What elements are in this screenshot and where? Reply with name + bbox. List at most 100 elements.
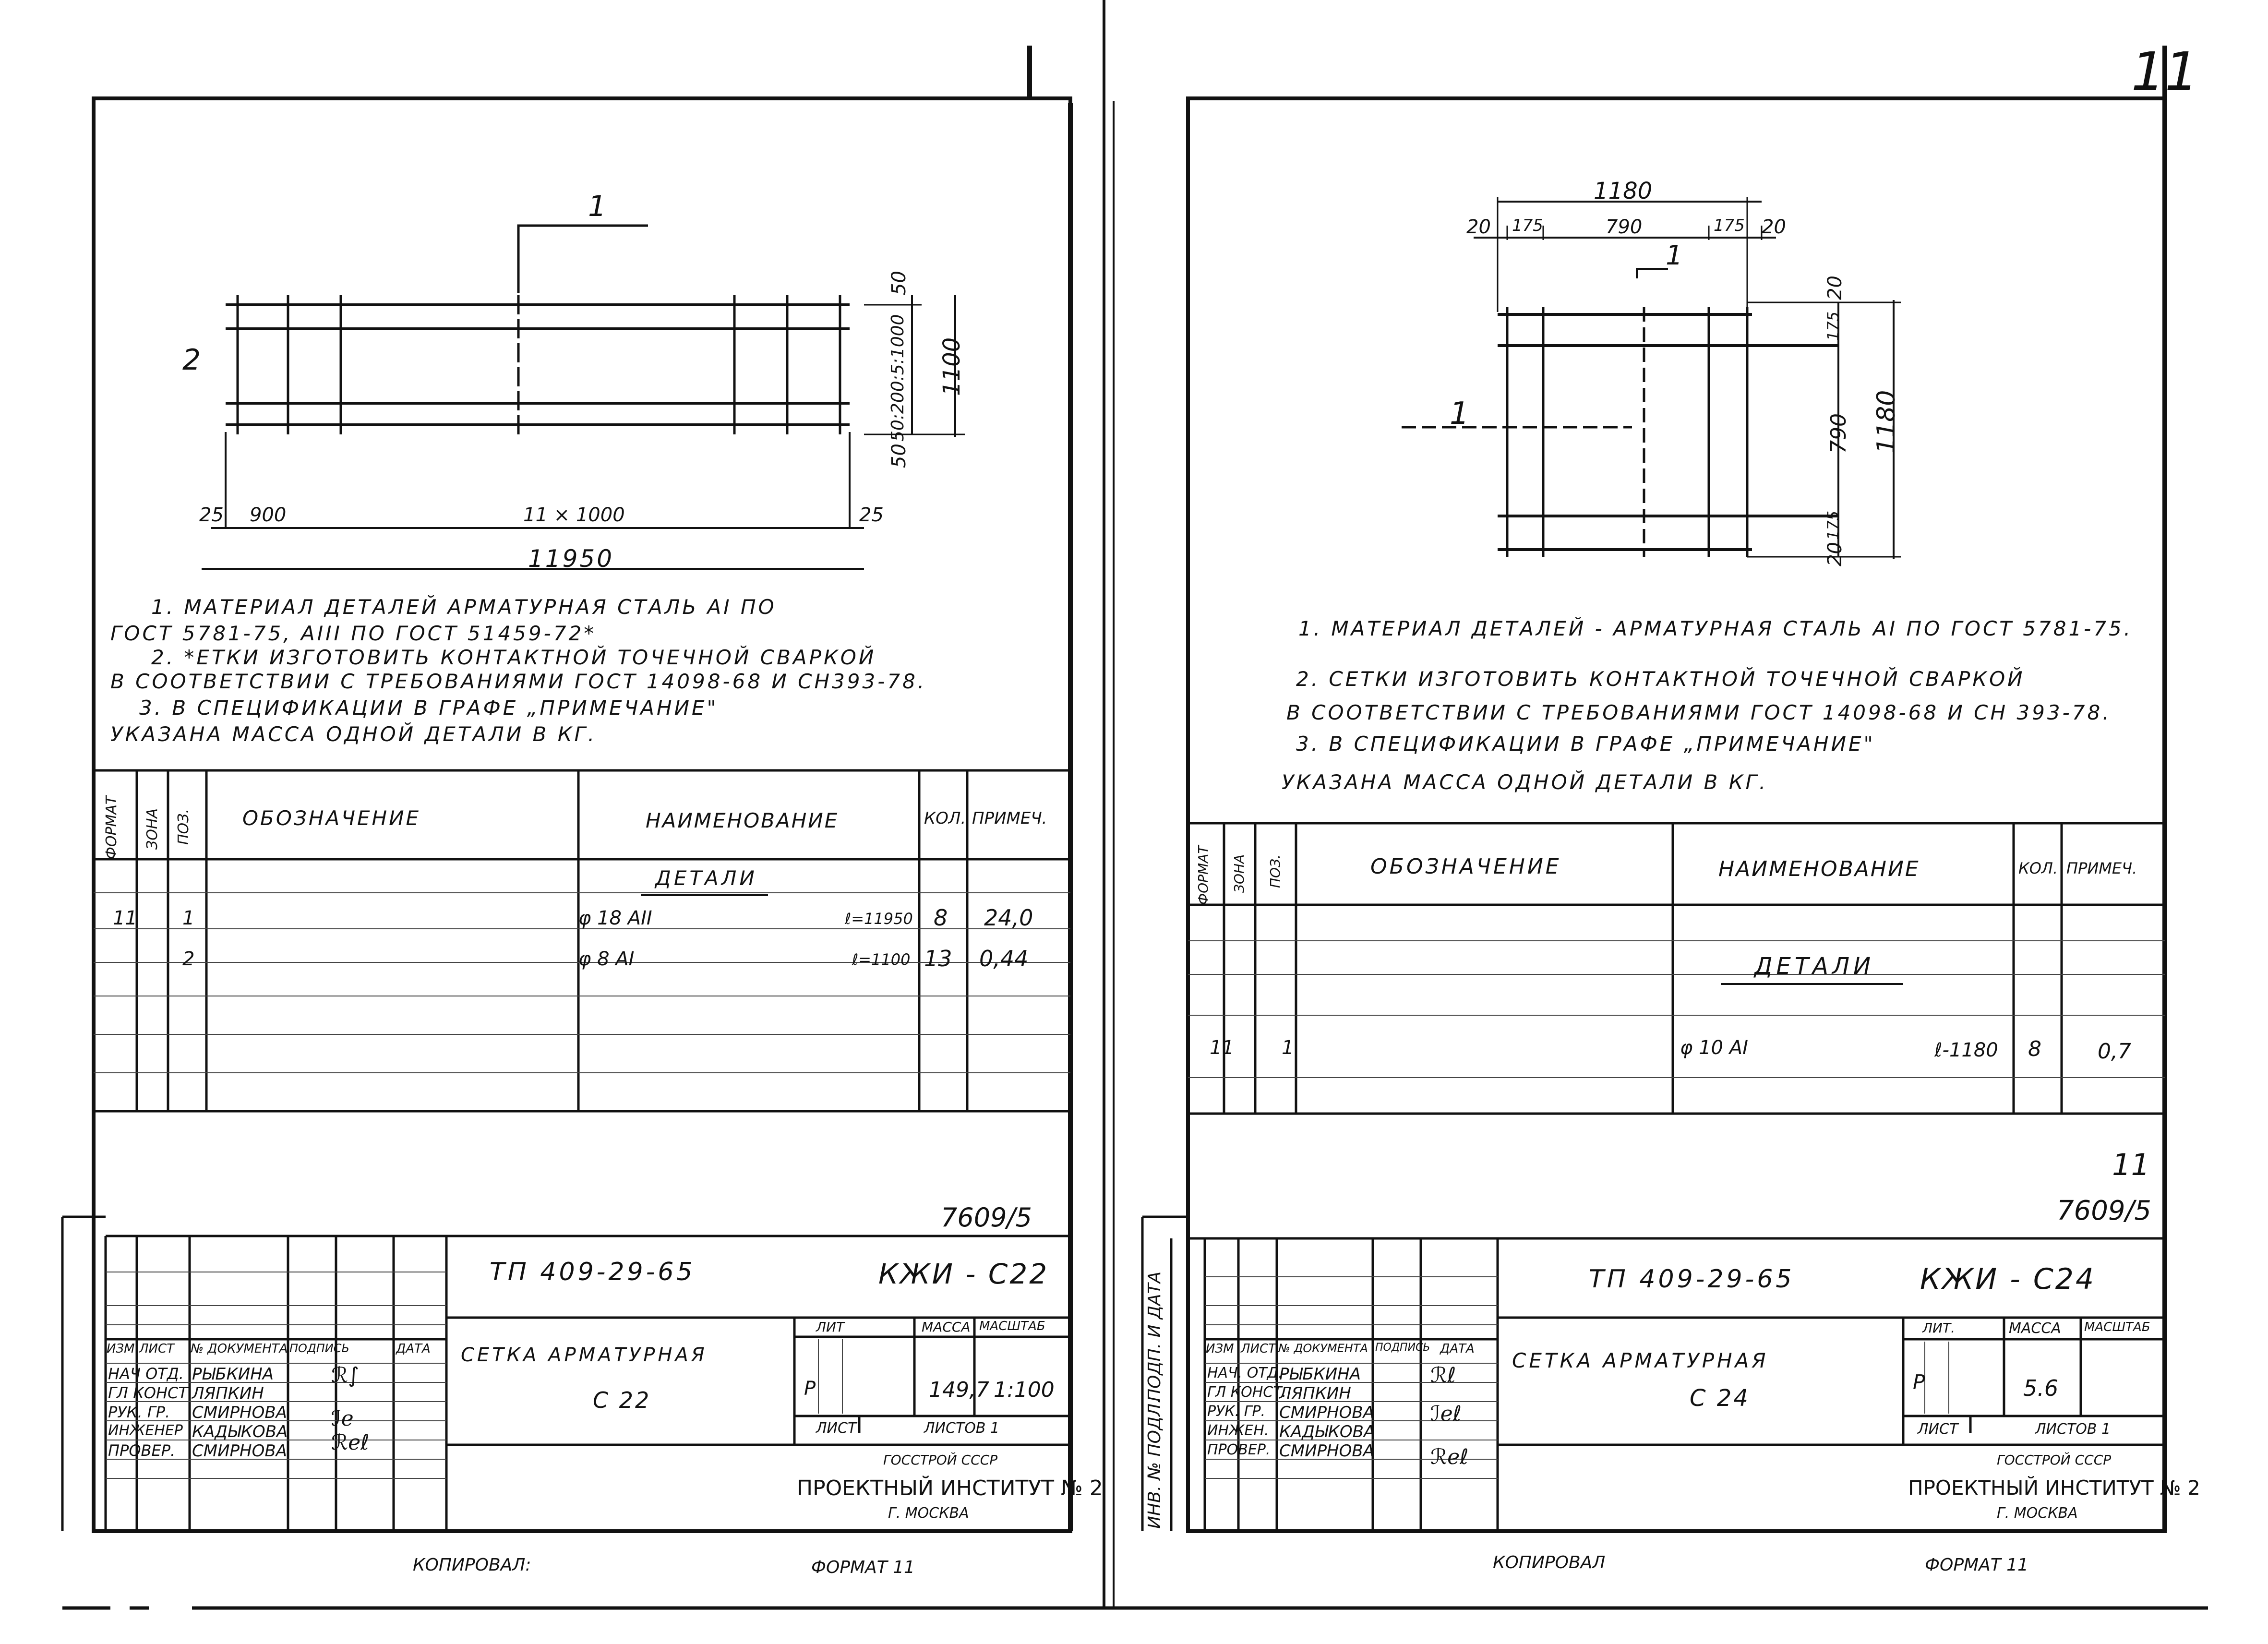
- left-row-pos: 2: [182, 948, 195, 970]
- right-role: ИНЖЕН.: [1207, 1422, 1269, 1439]
- right-side-label-top: ПОДП. И ДАТА: [1145, 1271, 1164, 1402]
- left-mass: 149,7: [929, 1378, 989, 1402]
- left-head-sign: ПОДПИСЬ: [289, 1342, 349, 1355]
- left-signature: ℐℯ: [331, 1406, 354, 1431]
- right-dim-r1: 20: [1824, 276, 1846, 300]
- right-org-3: Г. МОСКВА: [1997, 1505, 2078, 1522]
- left-dim-first: 900: [250, 504, 287, 526]
- left-th-note: ПРИМЕЧ.: [972, 809, 1047, 828]
- right-dim-e: 20: [1762, 216, 1786, 238]
- right-callout-left: 1: [1450, 396, 1469, 432]
- left-dim-right-small: 50: [888, 271, 910, 295]
- right-dim-r3: 790: [1826, 413, 1851, 454]
- left-role: НАЧ ОТД.: [108, 1365, 184, 1383]
- left-sheet-label: ЛИСТ: [816, 1420, 857, 1437]
- left-th-qty: КОЛ.: [924, 809, 966, 828]
- right-head-sign: ПОДПИСЬ: [1375, 1342, 1430, 1354]
- right-lit: Р: [1913, 1370, 1925, 1394]
- right-person: КАДЫКОВА: [1279, 1422, 1375, 1441]
- left-mass-label: МАССА: [922, 1319, 971, 1335]
- right-mass: 5.6: [2023, 1375, 2059, 1401]
- right-callout-top: 1: [1666, 240, 1683, 271]
- right-role: ГЛ КОНСТ.: [1207, 1384, 1287, 1401]
- right-sheet-code: 7609/5: [2057, 1195, 2152, 1226]
- left-format: ФОРМАТ 11: [811, 1558, 915, 1577]
- right-note-line: 1. МАТЕРИАЛ ДЕТАЛЕЙ - АРМАТУРНАЯ СТАЛЬ А…: [1298, 617, 2133, 640]
- right-title: СЕТКА АРМАТУРНАЯ: [1512, 1349, 1769, 1372]
- right-signature: ℛℯℓ: [1430, 1445, 1469, 1469]
- left-note-line: УКАЗАНА МАССА ОДНОЙ ДЕТАЛИ В КГ.: [110, 722, 597, 746]
- left-role: ПРОВЕР.: [108, 1441, 176, 1460]
- right-head-list: ЛИСТ: [1241, 1342, 1276, 1356]
- left-th-format: ФОРМАТ: [103, 795, 120, 859]
- left-th-pos: ПОЗ.: [175, 809, 192, 845]
- left-note-line: ГОСТ 5781-75, АIII ПО ГОСТ 51459-72*: [110, 622, 597, 645]
- right-section-title: ДЕТАЛИ: [1754, 953, 1874, 980]
- right-signature: ℐℯℓ: [1430, 1402, 1462, 1426]
- left-person: СМИРНОВА: [192, 1441, 287, 1461]
- left-note-line: 1. МАТЕРИАЛ ДЕТАЛЕЙ АРМАТУРНАЯ СТАЛЬ АI …: [151, 595, 777, 619]
- left-person: СМИРНОВА: [192, 1403, 287, 1422]
- left-org-3: Г. МОСКВА: [888, 1505, 969, 1522]
- left-doc-code: КЖИ - С22: [878, 1258, 1049, 1290]
- right-sheets-label: ЛИСТОВ 1: [2035, 1421, 2111, 1438]
- left-person: РЫБКИНА: [192, 1365, 274, 1384]
- left-head-izm: ИЗМ: [107, 1342, 135, 1356]
- right-th-format: ФОРМАТ: [1195, 845, 1211, 905]
- right-role: РУК. ГР.: [1207, 1403, 1266, 1420]
- left-person: КАДЫКОВА: [192, 1422, 288, 1441]
- right-doc-code: КЖИ - С24: [1920, 1262, 2096, 1296]
- right-person: СМИРНОВА: [1279, 1403, 1374, 1422]
- left-note-line: 2. *ЕТКИ ИЗГОТОВИТЬ КОНТАКТНОЙ ТОЧЕЧНОЙ …: [151, 646, 876, 669]
- right-row-qty: 8: [2028, 1037, 2041, 1061]
- right-dim-top: 1180: [1594, 178, 1653, 204]
- left-project-code: ТП 409-29-65: [490, 1258, 696, 1286]
- right-head-izm: ИЗМ: [1206, 1342, 1234, 1356]
- left-title-mark: С 22: [593, 1387, 651, 1413]
- right-dim-b: 175: [1512, 216, 1543, 235]
- left-row-format: 11: [113, 907, 137, 929]
- right-th-name: НАИМЕНОВАНИЕ: [1718, 857, 1920, 881]
- right-signature: ℛℓ: [1430, 1363, 1456, 1388]
- left-note-line: В СООТВЕТСТВИИ С ТРЕБОВАНИЯМИ ГОСТ 14098…: [110, 670, 927, 693]
- left-org-2: ПРОЕКТНЫЙ ИНСТИТУТ № 2: [797, 1476, 1103, 1500]
- right-note-line: УКАЗАНА МАССА ОДНОЙ ДЕТАЛИ В КГ.: [1282, 770, 1768, 794]
- right-sheet-label: ЛИСТ: [1918, 1421, 1958, 1438]
- left-scale: 1:100: [994, 1378, 1055, 1402]
- left-section-title: ДЕТАЛИ: [655, 866, 757, 890]
- left-dim-right-mid: 50:200:5:1000: [888, 314, 908, 442]
- left-callout-1: 1: [588, 190, 607, 223]
- left-row-name: φ 8 АI: [578, 948, 635, 970]
- right-side-label-bottom: ИНВ. № ПОДЛ.: [1145, 1398, 1164, 1529]
- left-head-doc: № ДОКУМЕНТА: [191, 1342, 288, 1356]
- right-th-qty: КОЛ.: [2018, 859, 2058, 877]
- left-role: РУК. ГР.: [108, 1403, 170, 1421]
- right-row-name: φ 10 АI: [1680, 1037, 1748, 1059]
- left-signature: ℛ∫: [331, 1363, 360, 1388]
- right-person: ЛЯПКИН: [1279, 1384, 1351, 1403]
- right-row-pos: 1: [1282, 1037, 1294, 1059]
- right-copied-by: КОПИРОВАЛ: [1493, 1553, 1606, 1572]
- left-lit: Р: [804, 1378, 816, 1400]
- left-dim-right-total: 1100: [938, 337, 965, 396]
- right-dim-r2: 175: [1824, 311, 1842, 341]
- right-note-line: 3. В СПЕЦИФИКАЦИИ В ГРАФЕ „ПРИМЕЧАНИЕ": [1296, 732, 1875, 756]
- left-row-qty: 8: [934, 905, 948, 931]
- right-role: НАЧ. ОТД.: [1207, 1365, 1283, 1381]
- left-row-name: φ 18 АII: [578, 907, 652, 929]
- right-th-pos: ПОЗ.: [1267, 854, 1283, 888]
- left-dim-left: 25: [199, 504, 224, 526]
- left-th-name: НАИМЕНОВАНИЕ: [646, 809, 839, 832]
- left-pos-2: 2: [182, 343, 201, 377]
- right-row-length: ℓ-1180: [1934, 1039, 1998, 1061]
- right-lit-label: ЛИТ.: [1922, 1320, 1956, 1336]
- left-head-date: ДАТА: [396, 1342, 431, 1356]
- left-row-pos: 1: [182, 907, 195, 929]
- left-head-list: ЛИСТ: [139, 1342, 175, 1356]
- right-sheet-code-top: 11: [2112, 1147, 2150, 1182]
- right-format: ФОРМАТ 11: [1925, 1555, 2028, 1575]
- left-signature: ℛℯℓ: [331, 1430, 370, 1455]
- right-th-designation: ОБОЗНАЧЕНИЕ: [1370, 854, 1561, 879]
- right-dim-rtotal: 1180: [1872, 390, 1901, 454]
